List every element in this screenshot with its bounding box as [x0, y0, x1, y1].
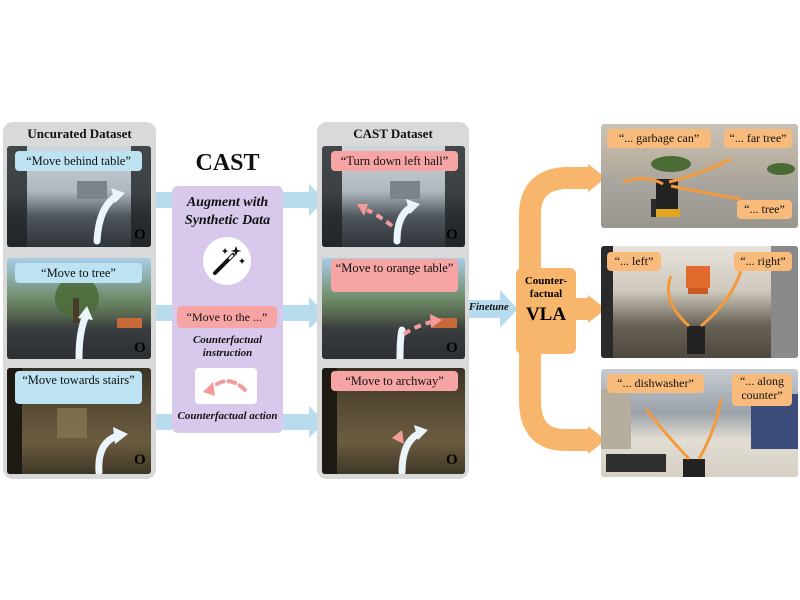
cast-marker-2: O [446, 340, 458, 356]
magic-wand-icon [203, 237, 251, 285]
magic-wand-icon-glyph [213, 246, 245, 275]
cast-dataset-title: CAST Dataset [353, 126, 433, 141]
counterfactual-action-caption: Counterfactual action [177, 410, 278, 422]
vla-box: Counter- factual VLA [516, 268, 576, 354]
counterfactual-action-icon [195, 368, 257, 404]
cast-label-3: “Move to archway” [331, 371, 458, 391]
deploy-scene-outdoor-graphic [622, 156, 795, 217]
cast-view-photo-3-scene [322, 368, 428, 474]
scene3-label-1: “... dishwasher” [607, 374, 704, 393]
counterfactual-instruction-caption: Counterfactual instruction [192, 334, 263, 360]
cast-title: CAST [195, 150, 260, 176]
left-label-1: “Move behind table” [15, 151, 142, 171]
counterfactual-action-glyph [203, 379, 247, 396]
scene1-label-1: “... garbage can” [607, 129, 711, 148]
vla-line2: factual [529, 288, 563, 301]
finetune-arrow [462, 290, 518, 328]
scene2-label-1: “... left” [607, 252, 661, 271]
vla-line3: VLA [525, 304, 567, 326]
left-marker-3: O [134, 452, 146, 468]
scene1-label-3: “... tree” [737, 200, 792, 219]
scene3-label-2: “... along counter” [732, 374, 792, 406]
cast-marker-1: O [446, 227, 458, 243]
uncurated-dataset-title: Uncurated Dataset [27, 126, 132, 141]
left-label-3: “Move towards stairs” [15, 371, 142, 404]
scene1-label-2: “... far tree” [724, 129, 792, 148]
cast-label-1: “Turn down left hall” [331, 151, 458, 171]
augment-label: Augment with Synthetic Data [184, 195, 271, 228]
counterfactual-instruction-example: “Move to the ...” [177, 306, 277, 328]
vla-line1: Counter- [524, 275, 568, 287]
finetune-label: Finetune [469, 302, 509, 313]
cast-view-photo-1-scene [322, 146, 465, 247]
left-label-2: “Move to tree” [15, 263, 142, 283]
left-marker-1: O [134, 227, 146, 243]
scene2-label-2: “... right” [734, 252, 792, 271]
robot-view-photo-2-scene [55, 276, 142, 359]
robot-view-photo-1-scene [7, 146, 151, 247]
cast-view-photo-2-scene [396, 314, 457, 359]
cast-label-2: “Move to orange table” [331, 259, 458, 292]
cast-marker-3: O [446, 452, 458, 468]
left-marker-2: O [134, 340, 146, 356]
orange-arrowheads [588, 164, 606, 454]
